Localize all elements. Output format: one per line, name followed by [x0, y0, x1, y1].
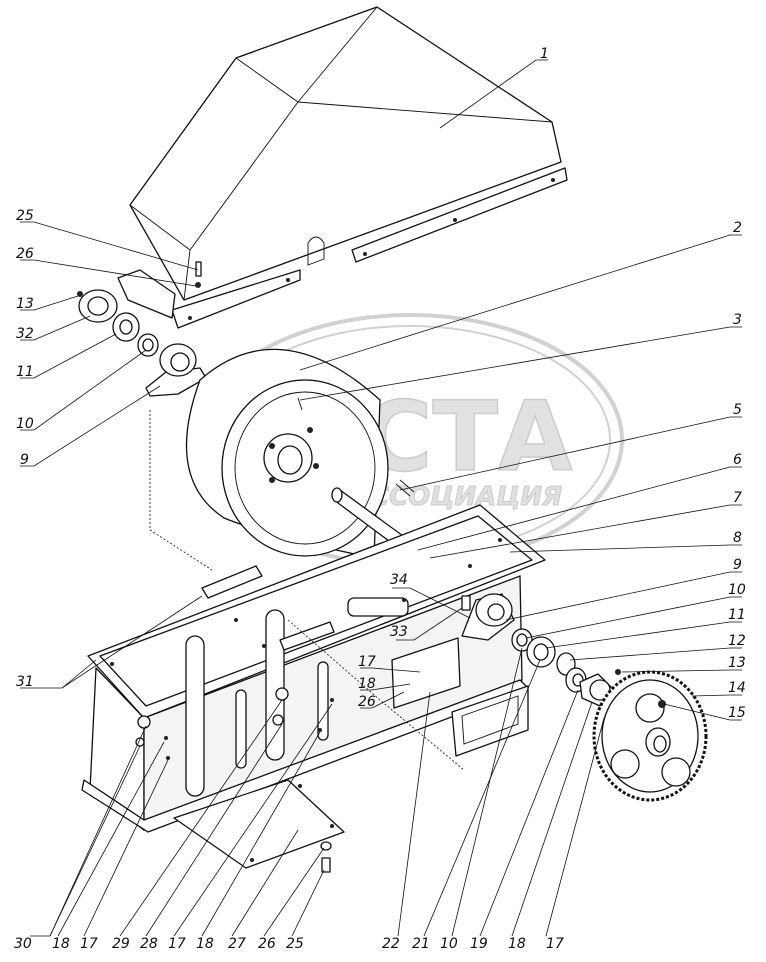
- callout-13-right: 13: [728, 655, 746, 671]
- callout-1: 1: [540, 46, 549, 62]
- callout-33: 33: [390, 624, 408, 640]
- sprocket: [592, 670, 708, 802]
- callout-labels: 1 2 3 5 6 7 8 9 10 11 12 13 14 15 25 26 …: [14, 46, 746, 952]
- callout-14: 14: [728, 680, 746, 696]
- callout-30-bottom: 30: [14, 936, 32, 952]
- right-bearing-stack: [461, 593, 621, 720]
- callout-18-bottom-b: 18: [196, 936, 214, 952]
- watermark: АСТА АССОЦИАЦИЯ: [196, 313, 624, 567]
- callout-26-bottom: 26: [258, 936, 276, 952]
- callout-25-top: 25: [16, 208, 34, 224]
- callout-32: 32: [16, 326, 34, 342]
- callout-18-bottom-c: 18: [508, 936, 526, 952]
- callout-17-bottom-c: 17: [546, 936, 564, 952]
- callout-2: 2: [733, 220, 742, 236]
- callout-17-bottom-a: 17: [80, 936, 98, 952]
- callout-26-top: 26: [16, 246, 34, 262]
- callout-12: 12: [728, 633, 746, 649]
- callout-9-left: 9: [20, 452, 29, 468]
- callout-19-bottom: 19: [470, 936, 488, 952]
- callout-10-left: 10: [16, 416, 34, 432]
- callout-8: 8: [733, 530, 742, 546]
- callout-18-mid: 18: [358, 676, 376, 692]
- callout-17-mid: 17: [358, 654, 376, 670]
- drum-pulley: [185, 348, 389, 559]
- callout-7: 7: [733, 490, 742, 506]
- callout-18-bottom-a: 18: [52, 936, 70, 952]
- callout-34: 34: [390, 572, 408, 588]
- callout-22-bottom: 22: [382, 936, 400, 952]
- callout-10-right: 10: [728, 582, 746, 598]
- callout-27-bottom: 27: [228, 936, 246, 952]
- left-bearing-stack: [77, 289, 207, 397]
- callout-17-bottom-b: 17: [168, 936, 186, 952]
- callout-26-mid: 26: [358, 694, 376, 710]
- cover-guard: [117, 6, 568, 329]
- callout-3: 3: [733, 312, 742, 328]
- callout-13-left: 13: [16, 296, 34, 312]
- callout-29-bottom: 29: [112, 936, 130, 952]
- callout-10-bottom: 10: [440, 936, 458, 952]
- callout-9-right: 9: [733, 557, 742, 573]
- callout-5: 5: [733, 402, 742, 418]
- callout-25-bottom: 25: [286, 936, 304, 952]
- callout-15: 15: [728, 705, 746, 721]
- callout-21-bottom: 21: [412, 936, 430, 952]
- leader-lines: [20, 59, 742, 937]
- callout-11-left: 11: [16, 364, 34, 380]
- callout-6: 6: [733, 452, 742, 468]
- callout-11-right: 11: [728, 607, 746, 623]
- callout-31: 31: [16, 674, 34, 690]
- callout-28-bottom: 28: [140, 936, 158, 952]
